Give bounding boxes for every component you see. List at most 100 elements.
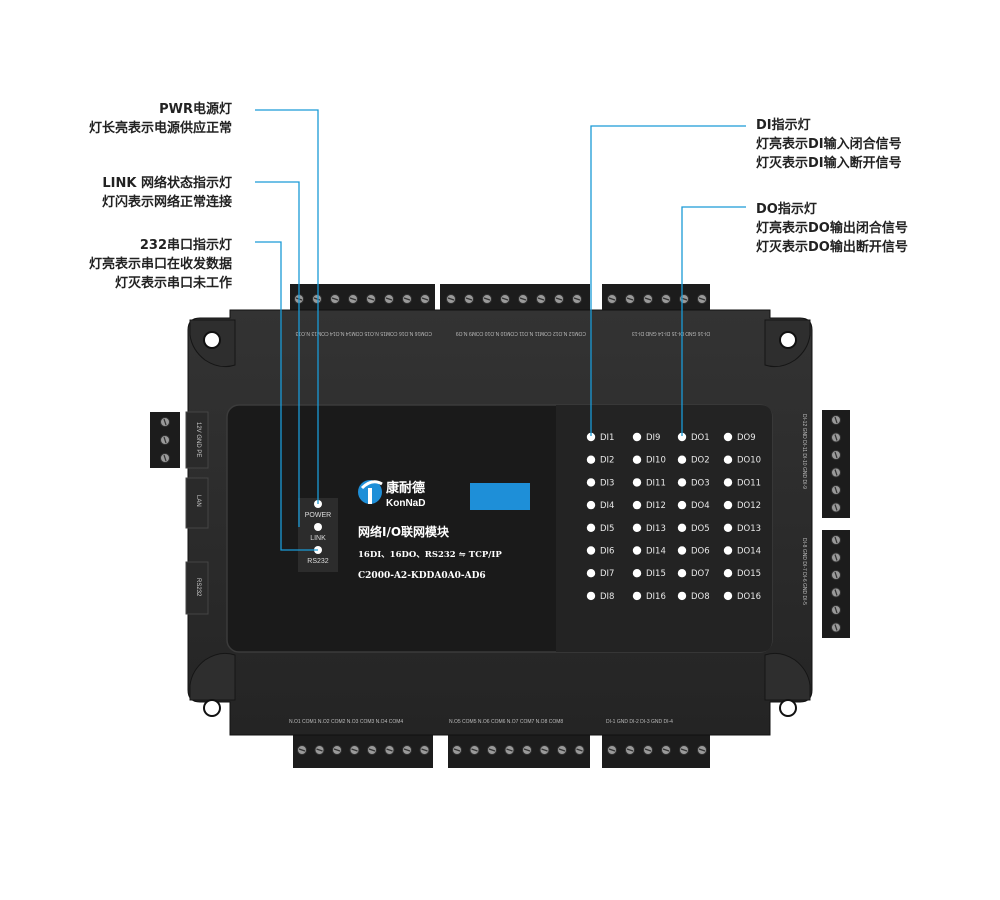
rs232-led-label: RS232 [307,558,329,565]
bottom-3-screw-slot [626,748,634,752]
di16-led [632,591,642,601]
top-2-screw-slot [465,297,473,301]
rs232-callout-line [255,241,318,551]
pwr-callout: PWR电源灯 灯长亮表示电源供应正常 [60,100,232,138]
pwr-callout-title: PWR电源灯 [159,102,232,117]
link-callout-desc: 灯闪表示网络正常连接 [101,195,232,210]
bottom-1-screw-slot [386,748,393,752]
do15-led-label: DO15 [737,569,761,579]
link-callout-title: LINK 网络状态指示灯 [102,176,232,191]
do9-led [723,432,733,442]
top-3-screw-slot [608,297,616,301]
bottom-1-screw-slot [368,748,376,752]
top-terminal-block-1 [290,284,435,314]
power-screw-slot [163,436,167,444]
top-label-group-2: COM12 N.O12 COM11 N.O11 COM10 N.O10 COM9… [456,330,586,336]
top-3-screw-slot [626,297,634,301]
power-terminal-block [150,412,180,468]
bottom-terminal-block-2 [448,732,590,768]
top-2-screw-slot [501,297,509,301]
power-screw-slot [163,454,167,462]
bottom-1-screw-slot [421,748,428,752]
top-label-group-3: DI-16 GND DI-15 DI-14 GND DI-13 [632,330,710,336]
top-terminal-block-2 [440,284,590,314]
bottom-label-group-1: N.O1 COM1 N.O2 COM2 N.O3 COM3 N.O4 COM4 [289,719,403,725]
do4-led [677,500,687,510]
do1-led [677,432,687,442]
top-1-screw-slot [421,297,429,301]
bottom-2-screw-slot [523,748,531,752]
do13-led [723,523,733,532]
di3-led [586,478,596,487]
di8-led-label: DI8 [600,592,614,602]
bottom-terminal-block-1 [293,732,433,768]
link-led [314,523,322,531]
di12-led [632,500,642,510]
rs232-callout-desc1: 灯亮表示串口在收发数据 [88,257,232,272]
di15-led-label: DI15 [646,569,666,579]
bottom-1-screw-slot [351,748,358,752]
di4-led-label: DI4 [600,501,614,511]
di-callout: DI指示灯 灯亮表示DI输入闭合信号 灯灭表示DI输入断开信号 [756,116,956,173]
di14-led-label: DI14 [646,547,666,557]
top-1-screw-slot [331,297,339,301]
bottom-3-screw-slot [662,748,670,752]
do6-led-label: DO6 [691,547,710,557]
do12-led [723,500,733,510]
do11-led-label: DO11 [737,478,761,488]
link-callout-line [255,181,300,527]
top-2-screw-slot [447,297,455,301]
do-callout-desc1: 灯亮表示DO输出闭合信号 [756,221,908,236]
right-label-group-1: DI-12 GND DI-11 DI-10 GND DI-9 [801,414,807,489]
do2-led-label: DO2 [691,456,710,466]
do10-led [723,455,733,464]
right-1-screw-slot [834,504,838,511]
right-2-screw-slot [834,536,838,544]
do9-led-label: DO9 [737,433,756,443]
right-1-screw-slot [834,486,838,494]
di10-led [632,455,642,464]
di2-led [586,455,596,464]
di2-led-label: DI2 [600,456,614,466]
bottom-2-screw-slot [453,748,461,752]
right-2-screw-slot [834,589,838,596]
top-1-screw-slot [367,297,375,301]
di-callout-title: DI指示灯 [756,118,811,133]
do11-led [723,478,733,487]
rs232-callout: 232串口指示灯 灯亮表示串口在收发数据 灯灭表示串口未工作 [40,236,232,293]
do13-led-label: DO13 [737,524,761,534]
brand-en: KonNaD [386,498,425,509]
right-2-screw-slot [834,624,838,631]
di11-led-label: DI11 [646,478,666,488]
do5-led [677,523,687,532]
top-2-screw-slot [573,297,581,301]
do12-led-label: DO12 [737,501,761,511]
right-2-screw-slot [834,606,838,614]
di1-led-label: DI1 [600,433,614,443]
link-led-label: LINK [310,535,326,542]
di7-led [586,569,596,578]
di3-led-label: DI3 [600,478,614,488]
product-name: 网络I/O联网模块 [358,524,450,539]
di-callout-desc1: 灯亮表示DI输入闭合信号 [756,137,902,152]
right-1-screw-slot [834,469,838,476]
do3-led [677,478,687,487]
do16-led-label: DO16 [737,592,761,602]
top-1-screw-slot [403,297,411,301]
top-1-screw-slot [349,297,357,301]
top-2-screw-slot [555,297,563,301]
logo-blue-box [470,483,530,510]
mounting-ear-top-left [189,319,236,368]
di10-led-label: DI10 [646,456,666,466]
do2-led [677,455,687,464]
di9-led [632,432,642,442]
rs232-port [185,561,209,615]
di16-led-label: DI16 [646,592,666,602]
top-1-screw-slot [385,297,393,301]
do14-led [723,546,733,555]
product-spec: 16DI、16DO、RS232 ⇋ TCP/IP [358,550,502,560]
di4-led [586,500,596,510]
di8-led [586,591,596,601]
callout-lines [255,109,746,551]
di5-led-label: DI5 [600,524,614,534]
